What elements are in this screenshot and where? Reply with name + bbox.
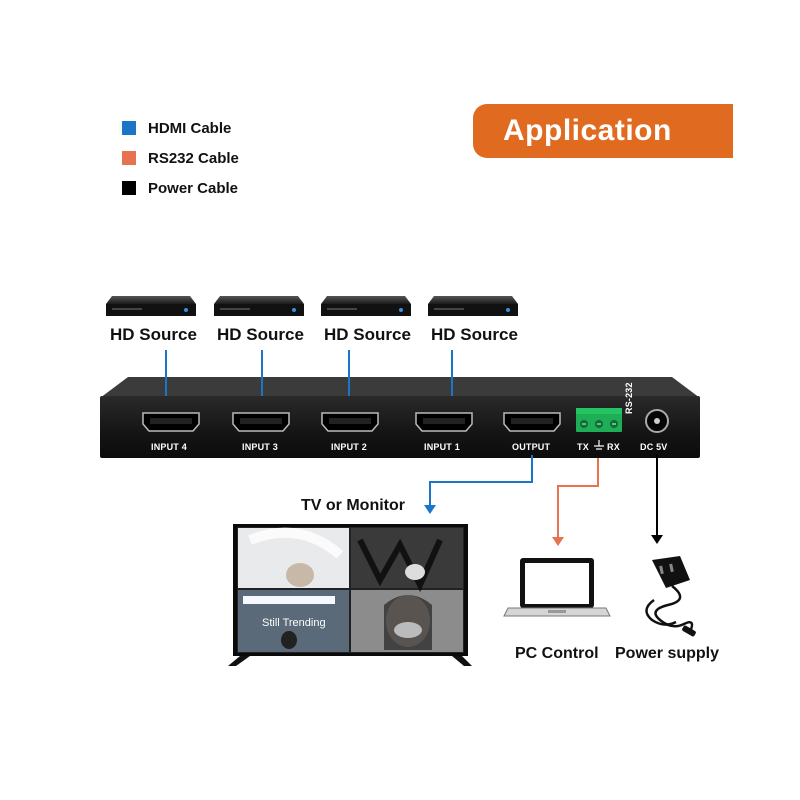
port-label-tx: TX xyxy=(577,442,589,452)
legend-item-rs232: RS232 Cable xyxy=(122,148,239,168)
power-cable xyxy=(651,455,663,544)
page-title: Application xyxy=(503,114,672,147)
hd-source-player-4-icon xyxy=(428,296,518,316)
hd-source-player-3-icon xyxy=(321,296,411,316)
legend-item-power: Power Cable xyxy=(122,178,238,198)
port-label-rx: RX xyxy=(607,442,620,452)
port-label-dc: DC 5V xyxy=(640,442,668,452)
hdmi-cable-output xyxy=(424,455,533,514)
legend-label-hdmi: HDMI Cable xyxy=(148,119,232,137)
tv-monitor-icon xyxy=(228,524,472,666)
port-label-output: OUTPUT xyxy=(512,442,551,452)
port-label-input-1: INPUT 1 xyxy=(424,442,460,452)
hdmi-port-input-3 xyxy=(232,412,290,432)
legend-swatch-rs232 xyxy=(122,151,136,165)
power-supply-caption: Power supply xyxy=(615,645,720,662)
dc-power-jack xyxy=(645,409,669,433)
legend-swatch-hdmi xyxy=(122,121,136,135)
ground-icon xyxy=(594,440,604,450)
laptop-icon xyxy=(503,558,611,617)
port-label-input-3: INPUT 3 xyxy=(242,442,278,452)
title-badge: Application xyxy=(473,104,733,158)
hdmi-port-input-2 xyxy=(321,412,379,432)
hdmi-port-input-4 xyxy=(142,412,200,432)
tv-screen-text: Still Trending xyxy=(262,617,326,629)
rs232-terminal-block xyxy=(576,408,622,432)
pc-control-caption: PC Control xyxy=(515,645,599,662)
hd-source-label-1: HD Source xyxy=(110,325,197,344)
legend-label-rs232: RS232 Cable xyxy=(148,149,239,167)
port-label-rs232: RS-232 xyxy=(624,382,634,414)
hdmi-port-input-1 xyxy=(415,412,473,432)
port-label-input-2: INPUT 2 xyxy=(331,442,367,452)
hd-source-player-1-icon xyxy=(106,296,196,316)
hd-source-player-2-icon xyxy=(214,296,304,316)
hdmi-cables-input xyxy=(165,350,453,405)
hd-source-label-4: HD Source xyxy=(431,325,518,344)
rs232-cable xyxy=(552,458,599,546)
tv-caption: TV or Monitor xyxy=(301,497,405,514)
device-top-surface xyxy=(100,377,700,398)
legend-item-hdmi: HDMI Cable xyxy=(122,118,231,138)
hdmi-port-output xyxy=(503,412,561,432)
hd-source-label-3: HD Source xyxy=(324,325,411,344)
legend-swatch-power xyxy=(122,181,136,195)
legend-label-power: Power Cable xyxy=(148,179,239,197)
power-adapter-icon xyxy=(645,556,696,637)
port-label-input-4: INPUT 4 xyxy=(151,442,187,452)
hd-source-label-2: HD Source xyxy=(217,325,304,344)
